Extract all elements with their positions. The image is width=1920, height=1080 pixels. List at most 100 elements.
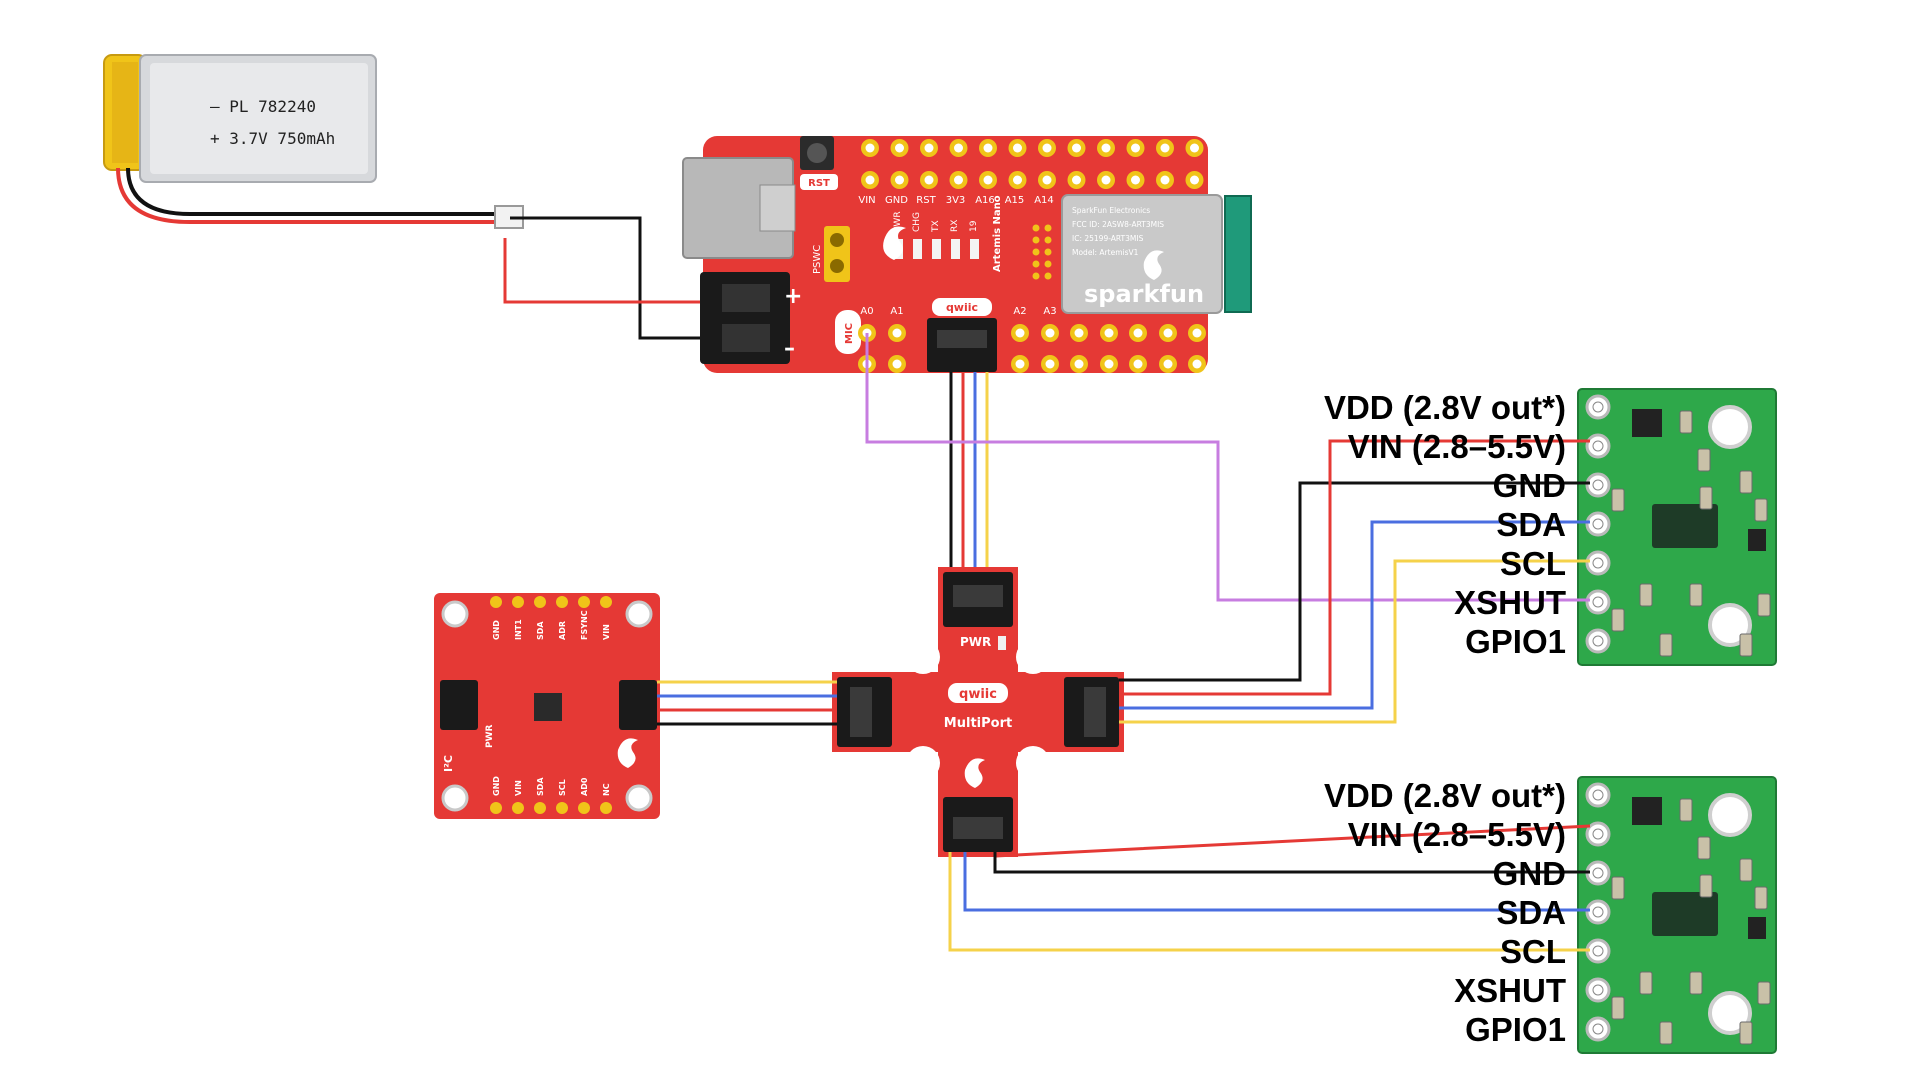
imu-top-pin-label: VIN xyxy=(602,624,611,640)
top-pin-label: A15 xyxy=(1005,195,1025,206)
module-flame-icon xyxy=(1143,250,1164,280)
imu-pin-hole xyxy=(556,802,568,814)
artemis-nano-board: + – RST VIN GND RST 3V3 A16 A15 A14 PWR CHG TX RX… xyxy=(682,136,1252,373)
imu-flame-icon xyxy=(617,738,638,768)
imu-pin-hole xyxy=(534,596,546,608)
led-label: RX xyxy=(950,220,960,232)
sensor-top-pin-label: SDA xyxy=(1496,506,1566,543)
sensor-bottom-pin-label: XSHUT xyxy=(1454,972,1566,1009)
imu-bottom-pin-label: AD0 xyxy=(580,777,589,796)
imu-bottom-pin-label: GND xyxy=(492,776,501,796)
board-name: Artemis Nano xyxy=(992,195,1003,272)
sensor-top-pin-label: VIN (2.8–5.5V) xyxy=(1348,428,1566,465)
imu-bottom-pin-label: NC xyxy=(602,783,611,796)
bottom-pin-label: A0 xyxy=(860,306,873,317)
bottom-pin-label: A3 xyxy=(1043,306,1056,317)
wire-battery-negative xyxy=(510,216,700,340)
lipo-battery: – PL 782240 + 3.7V 750mAh xyxy=(103,54,524,229)
multiport-name: MultiPort xyxy=(944,716,1012,731)
module-text-4: Model: ArtemisV1 xyxy=(1072,248,1139,257)
minus-marking: – xyxy=(784,336,795,361)
led-label: PWR xyxy=(893,211,903,232)
battery-label-line1: – PL 782240 xyxy=(210,97,316,116)
imu-pin-hole xyxy=(490,596,502,608)
sensor-top-pin-label: XSHUT xyxy=(1454,584,1566,621)
top-pin-label: A16 xyxy=(975,195,995,206)
module-text-3: IC: 25199-ART3MIS xyxy=(1072,234,1144,243)
imu-i2c-label: I²C xyxy=(442,755,455,772)
tof-sensor-chip xyxy=(1652,892,1718,936)
status-led xyxy=(970,239,979,259)
sensor-bottom-pin-label: SCL xyxy=(1500,933,1566,970)
sensor-bottom-pin-label: SDA xyxy=(1496,894,1566,931)
sensor-bottom-pin-label: GPIO1 xyxy=(1465,1011,1566,1048)
imu-top-pin-label: ADR xyxy=(558,621,567,640)
qwiic-multiport-board: PWR qwiic MultiPort xyxy=(832,567,1124,857)
qwiic-label-main: qwiic xyxy=(946,301,978,314)
sensor-top-pin-label: GPIO1 xyxy=(1465,623,1566,660)
mic-label: MIC xyxy=(844,323,855,344)
imu-top-pin-label: INT1 xyxy=(514,619,523,640)
multiport-flame-icon xyxy=(964,758,985,788)
status-led xyxy=(932,239,941,259)
sparkfun-flame-icon xyxy=(883,226,906,260)
imu-pin-hole xyxy=(578,596,590,608)
wire-top-sda xyxy=(1119,520,1590,710)
sensor-top-pin-label: VDD (2.8V out*) xyxy=(1324,389,1566,426)
imu-pin-hole xyxy=(490,802,502,814)
sensor-bottom-pin-label: VDD (2.8V out*) xyxy=(1324,777,1566,814)
led-label: 19 xyxy=(969,220,979,232)
top-pin-label: VIN xyxy=(858,195,875,206)
imu-pin-hole xyxy=(600,802,612,814)
led-label: CHG xyxy=(912,212,922,232)
plus-marking: + xyxy=(784,284,802,309)
tof-sensor-bottom xyxy=(1577,776,1777,1054)
led-label: TX xyxy=(931,220,941,233)
imu-bottom-pin-label: VIN xyxy=(514,780,523,796)
imu-pwr-label: PWR xyxy=(485,724,495,748)
imu-pin-hole xyxy=(600,596,612,608)
imu-pin-hole xyxy=(578,802,590,814)
imu-top-pin-label: FSYNC xyxy=(580,610,589,640)
top-pin-label: 3V3 xyxy=(946,195,966,206)
battery-label-line2: + 3.7V 750mAh xyxy=(210,129,335,148)
imu-qwiic-connector-right xyxy=(619,680,657,730)
top-pin-label: A14 xyxy=(1034,195,1054,206)
bottom-pin-label: A1 xyxy=(890,306,903,317)
pswc-label: PSWC xyxy=(812,245,823,274)
top-pin-label: RST xyxy=(916,195,936,206)
module-text-2: FCC ID: 2ASW8-ART3MIS xyxy=(1072,220,1164,229)
wire-a0-to-xshut xyxy=(865,333,1590,602)
imu-bottom-pin-label: SCL xyxy=(558,779,567,796)
multiport-qwiic-label: qwiic xyxy=(959,687,997,702)
wire-bottom-sda xyxy=(963,852,1590,912)
wire-top-scl xyxy=(1119,559,1590,724)
sensor-bottom-pin-label: GND xyxy=(1493,855,1566,892)
rst-button-label: RST xyxy=(808,178,830,189)
wire-top-vin xyxy=(1119,439,1590,696)
imu-top-pin-label: GND xyxy=(492,620,501,640)
imu-top-pin-label: SDA xyxy=(536,621,545,640)
imu-pin-hole xyxy=(556,596,568,608)
multiport-pwr-label: PWR xyxy=(960,635,991,649)
sensor-bottom-pin-label: VIN (2.8–5.5V) xyxy=(1348,816,1566,853)
bottom-pin-label: A2 xyxy=(1013,306,1026,317)
wire-top-gnd xyxy=(1119,481,1590,682)
imu-pin-hole xyxy=(534,802,546,814)
imu-bottom-pin-label: SDA xyxy=(536,777,545,796)
imu-pin-hole xyxy=(512,596,524,608)
wire-battery-positive xyxy=(503,238,700,304)
tof-sensor-chip xyxy=(1652,504,1718,548)
sensor-top-pin-label: SCL xyxy=(1500,545,1566,582)
status-led xyxy=(951,239,960,259)
imu-pin-hole xyxy=(512,802,524,814)
module-antenna xyxy=(1224,195,1252,313)
top-pin-label: GND xyxy=(885,195,908,206)
imu-qwiic-connector-left xyxy=(440,680,478,730)
wire-bottom-scl xyxy=(948,852,1590,952)
module-text-1: SparkFun Electronics xyxy=(1072,206,1150,215)
imu-chip xyxy=(534,693,562,721)
wires xyxy=(657,333,1591,952)
